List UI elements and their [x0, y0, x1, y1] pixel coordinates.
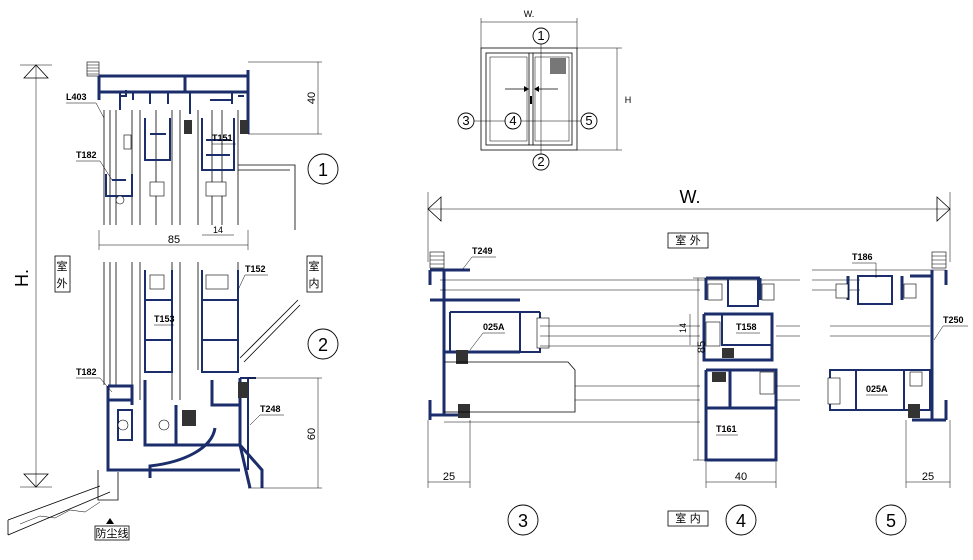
sill-section: T152 T153 T182 T248 60 防尘线: [7, 262, 322, 541]
horizontal-outside-label: 室 外: [675, 233, 701, 247]
vertical-outside-label-2: 外: [57, 277, 68, 290]
key-plan-left-sash: [489, 56, 528, 142]
key-plan-marker-5: [580, 112, 598, 130]
svg-text:3: 3: [518, 511, 528, 531]
vertical-outside-label-1: 室: [57, 259, 68, 273]
dim-left-25: 25: [443, 471, 455, 483]
dim-85: 85: [168, 234, 180, 246]
section-marker-4: [725, 504, 757, 536]
profile-label-T249: T249: [472, 246, 493, 256]
svg-text:2: 2: [537, 154, 544, 169]
dim-head-40: 40: [306, 92, 318, 104]
key-plan-marker-4: [504, 112, 522, 130]
head-section: L403 T182 T151 40 85 14: [66, 61, 322, 250]
key-plan-marker-2: [532, 153, 550, 171]
profile-label-T182-top: T182: [76, 150, 97, 160]
dim-sill-60: 60: [306, 428, 318, 440]
svg-text:4: 4: [736, 511, 746, 531]
dim-interlock-85: 85: [696, 341, 708, 353]
svg-text:4: 4: [509, 113, 516, 128]
svg-text:1: 1: [318, 160, 328, 180]
profile-label-T186: T186: [852, 252, 873, 262]
profile-label-T158: T158: [736, 322, 757, 332]
right-jamb: T186 025A T250 25: [812, 251, 968, 488]
profile-label-025A-right: 025A: [866, 384, 888, 394]
key-plan-right-sash: [534, 56, 570, 142]
horizontal-section: W. 室 外 室 内 T249 025A: [427, 187, 968, 536]
vertical-inside-label-2: 内: [309, 276, 320, 290]
svg-text:1: 1: [537, 28, 544, 43]
dim-interlock-40: 40: [735, 471, 747, 483]
key-plan-width-label: W.: [524, 9, 535, 19]
svg-text:5: 5: [886, 511, 896, 531]
svg-text:2: 2: [318, 335, 328, 355]
profile-label-T250: T250: [943, 315, 964, 325]
key-plan-height-label: H: [625, 95, 632, 105]
vertical-height-label: H.: [12, 269, 32, 287]
dim-interlock-14: 14: [678, 323, 688, 333]
key-plan-marker-1: [532, 27, 550, 45]
svg-text:5: 5: [585, 113, 592, 128]
key-plan-frame-outer: [480, 47, 578, 151]
key-plan-screen-pattern: [550, 58, 566, 74]
profile-label-L403: L403: [66, 92, 87, 102]
profile-label-T151: T151: [212, 133, 233, 143]
sill-label: 防尘线: [96, 526, 129, 540]
section-marker-5: [875, 504, 907, 536]
section-marker-1: [307, 153, 339, 185]
profile-label-025A-left: 025A: [483, 322, 505, 332]
dim-14: 14: [213, 225, 223, 235]
section-marker-3: [507, 504, 539, 536]
profile-label-T248: T248: [260, 404, 281, 414]
dim-right-25: 25: [922, 471, 934, 483]
profile-label-T182-bottom: T182: [76, 367, 97, 377]
profile-label-T161: T161: [716, 424, 737, 434]
horizontal-inside-label: 室 内: [675, 511, 701, 525]
horizontal-width-label: W.: [680, 187, 701, 207]
key-plan: W. H 1 2 3 4 5: [457, 9, 632, 171]
profile-label-T152: T152: [245, 264, 266, 274]
profile-label-T153: T153: [154, 314, 175, 324]
vertical-section: H. 室 外 室 外 室 内 室 内: [7, 61, 339, 541]
interlock: T158 T161 85 14 40: [678, 276, 800, 488]
vertical-inside-label-1: 室: [309, 259, 320, 273]
key-plan-marker-3: [457, 112, 475, 130]
left-jamb: T249 025A 25: [427, 246, 800, 488]
svg-text:3: 3: [462, 113, 469, 128]
section-marker-2: [307, 328, 339, 360]
